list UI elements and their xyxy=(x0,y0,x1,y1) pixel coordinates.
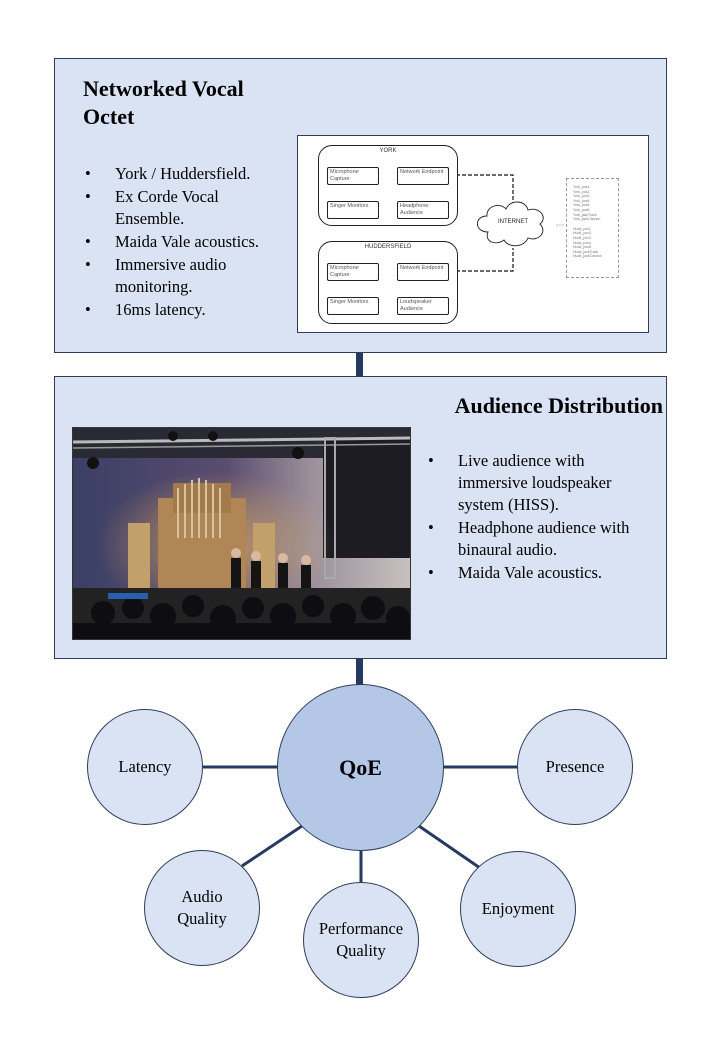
site-title: YORK xyxy=(379,148,397,154)
diagram-node: Network Endpoint xyxy=(397,263,449,281)
node-label: Audio Quality xyxy=(177,887,227,928)
log-line: York_jackTrack xyxy=(573,212,597,217)
network-diagram: YORK Microphone Capture Network Endpoint… xyxy=(297,135,649,333)
log-line: Hudd_pos3 xyxy=(573,235,591,240)
performance-quality-node: Performance Quality xyxy=(303,882,419,998)
log-line: Hudd_pos5 xyxy=(573,245,591,250)
bullet-item: Headphone audience with binaural audio. xyxy=(428,517,658,561)
node-label: Performance Quality xyxy=(318,919,404,960)
audience-distribution-panel: Audience Distribution Live audience with… xyxy=(54,376,667,659)
bullet-item: 16ms latency. xyxy=(85,299,285,321)
huddersfield-site: HUDDERSFIELD Microphone Capture Network … xyxy=(318,241,458,324)
presence-node: Presence xyxy=(517,709,633,825)
york-site: YORK Microphone Capture Network Endpoint… xyxy=(318,145,458,226)
bullet-item: Ex Corde Vocal Ensemble. xyxy=(85,186,285,230)
audio-quality-node: Audio Quality xyxy=(144,850,260,966)
bullet-list: Live audience with immersive loudspeaker… xyxy=(428,450,658,585)
log-line: Hudd_jackCannon xyxy=(573,254,602,259)
panel-title: Audience Distribution xyxy=(454,393,663,418)
panel-title: Networked Vocal Octet xyxy=(83,76,244,129)
bullet-item: Maida Vale acoustics. xyxy=(85,231,285,253)
diagram-node: Singer Monitors xyxy=(327,201,379,219)
log-line: York_pos6 xyxy=(573,207,590,212)
log-line: Hudd_pos1 xyxy=(573,226,591,231)
internet-cloud-label: INTERNET xyxy=(498,219,528,225)
log-line: York_pos1 xyxy=(573,185,590,189)
bullet-item: Live audience with immersive loudspeaker… xyxy=(428,450,658,516)
diagram-node: Singer Monitors xyxy=(327,297,379,315)
site-title: HUDDERSFIELD xyxy=(364,244,412,250)
diagram-node: Loudspeaker Audience xyxy=(397,297,449,315)
log-line: York_pos2 xyxy=(573,189,590,194)
diagram-node: Microphone Capture xyxy=(327,263,379,281)
enjoyment-node: Enjoyment xyxy=(460,851,576,967)
bullet-item: Immersive audio monitoring. xyxy=(85,254,285,298)
bullet-item: York / Huddersfield. xyxy=(85,163,285,185)
log-line: Hudd_jackTrack xyxy=(573,249,599,254)
bullet-item: Maida Vale acoustics. xyxy=(428,562,658,584)
log-line: York_jackCannon xyxy=(573,217,601,222)
qoe-center-node: QoE xyxy=(277,684,444,851)
latency-node: Latency xyxy=(87,709,203,825)
bullet-list: York / Huddersfield. Ex Corde Vocal Ense… xyxy=(85,163,285,322)
diagram-node: Microphone Capture xyxy=(327,167,379,185)
panel-connector-bottom xyxy=(356,659,363,687)
log-line: York_pos3 xyxy=(573,194,590,199)
log-line: York_pos4 xyxy=(573,198,590,203)
log-line: Hudd_pos2 xyxy=(573,231,591,236)
log-line: Hudd_pos4 xyxy=(573,240,591,245)
diagram-node: Network Endpoint xyxy=(397,167,449,185)
log-line: York_pos5 xyxy=(573,203,590,208)
log-document: York_pos1 York_pos2 York_pos3 York_pos4 … xyxy=(566,178,619,278)
panel-connector-top xyxy=(356,353,363,376)
concert-stage-photo xyxy=(72,427,411,640)
networked-vocal-octet-panel: Networked Vocal Octet York / Huddersfiel… xyxy=(54,58,667,353)
diagram-node: Headphone Audience xyxy=(397,201,449,219)
